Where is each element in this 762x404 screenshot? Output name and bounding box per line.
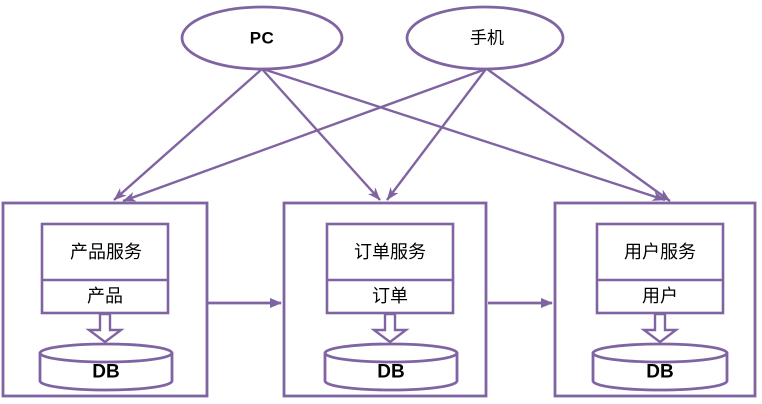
client-node-mobile (405, 5, 565, 71)
db-cylinder-order-body (323, 353, 459, 392)
service-label-user: 用户服务 (624, 242, 696, 262)
entity-label-order: 订单 (372, 286, 408, 306)
client-node-pc (180, 5, 344, 71)
service-label-product: 产品服务 (70, 242, 142, 262)
client-label-pc: PC (249, 28, 275, 48)
db-label-order: DB (377, 361, 405, 383)
entity-label-user: 用户 (642, 286, 678, 306)
edge-pc-to-user-service (262, 67, 666, 202)
db-flow-arrow-order (370, 312, 410, 344)
edge-mobile-to-order-service (386, 68, 487, 201)
db-cylinder-user-top (591, 342, 729, 364)
service-inner-rect-order (325, 222, 455, 315)
service-label-order: 订单服务 (354, 242, 426, 262)
db-cylinder-order-top (323, 342, 459, 364)
client-label-mobile: 手机 (470, 28, 504, 48)
edge-pc-to-order-service (261, 68, 381, 201)
db-label-user: DB (646, 361, 674, 383)
edge-mobile-to-user-service (486, 68, 671, 202)
edge-mobile-to-product-service (122, 67, 487, 203)
edge-pc-to-product-service (113, 68, 263, 201)
entity-label-product: 产品 (87, 286, 123, 306)
db-flow-arrow-product (85, 312, 125, 344)
service-inner-rect-user (595, 222, 725, 315)
db-cylinder-product-body (38, 353, 174, 392)
db-cylinder-user-body (591, 353, 729, 392)
db-label-product: DB (92, 361, 120, 383)
db-cylinder-product-top (38, 342, 174, 364)
db-flow-arrow-user (640, 312, 680, 344)
